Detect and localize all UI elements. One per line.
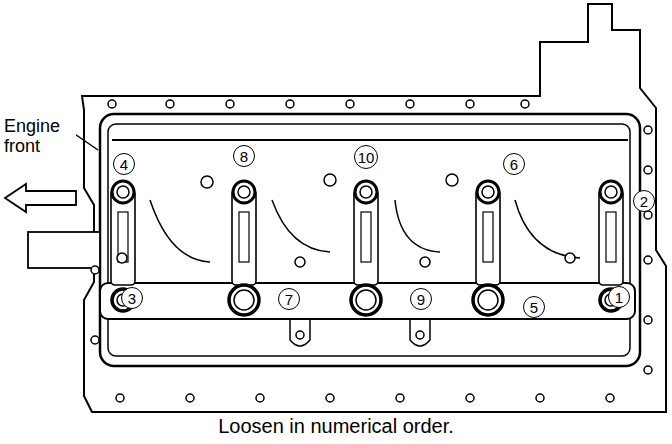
small-bolt	[606, 394, 614, 402]
callout-number: 2	[640, 194, 648, 209]
cap-slot	[239, 212, 249, 262]
cap-slot	[606, 212, 616, 262]
bolt-head	[351, 285, 381, 315]
callout-circle: 2	[633, 190, 655, 212]
callout-circle: 3	[121, 287, 143, 309]
block-rail	[112, 139, 628, 141]
cap-slot	[361, 212, 371, 262]
front-arrow	[5, 184, 76, 212]
bolt-head	[600, 181, 622, 203]
callout-circle: 5	[523, 296, 545, 318]
bolt-head	[605, 186, 617, 198]
small-bolt	[644, 211, 652, 219]
small-bolt	[396, 394, 404, 402]
small-bolt	[644, 316, 652, 324]
bolt-head	[477, 181, 499, 203]
small-bolt	[117, 253, 127, 263]
bolt-head	[473, 285, 503, 315]
small-bolt	[296, 331, 304, 339]
callout-circle: 1	[608, 286, 630, 308]
callout-number: 5	[530, 300, 538, 315]
bolt-head	[112, 181, 134, 203]
callout-number: 10	[358, 150, 375, 165]
small-bolt	[91, 336, 99, 344]
bolt-head	[234, 290, 254, 310]
callout-number: 4	[120, 157, 128, 172]
small-bolt	[295, 257, 305, 267]
small-bolt	[420, 257, 430, 267]
callout-number: 6	[510, 157, 518, 172]
callout-circle: 9	[410, 288, 432, 310]
callout-circle: 4	[113, 153, 135, 175]
small-bolt	[521, 100, 529, 108]
cap-slot	[118, 212, 128, 262]
small-bolt	[644, 256, 652, 264]
cap-slot	[483, 212, 493, 262]
small-bolt	[406, 100, 414, 108]
pan-boss	[290, 320, 430, 346]
small-bolt	[644, 166, 652, 174]
bolt-head	[117, 186, 129, 198]
callout-number: 1	[615, 290, 623, 305]
bolt-head	[356, 290, 376, 310]
small-bolt	[416, 331, 424, 339]
callout-circle: 7	[278, 288, 300, 310]
small-bolt	[466, 394, 474, 402]
plate-outline	[82, 4, 666, 412]
small-bolt	[565, 253, 575, 263]
small-bolt	[644, 126, 652, 134]
callout-number: 7	[285, 292, 293, 307]
small-bolt	[116, 394, 124, 402]
bolt-head	[229, 285, 259, 315]
caption: Loosen in numerical order.	[0, 414, 672, 438]
callout-circle: 8	[233, 145, 255, 167]
bolt-head	[238, 186, 250, 198]
small-bolt	[186, 394, 194, 402]
crank-nose	[28, 232, 100, 268]
callout-number: 8	[240, 149, 248, 164]
small-bolt	[226, 100, 234, 108]
bolt-head	[355, 181, 377, 203]
small-bolt	[644, 366, 652, 374]
callout-number: 9	[417, 292, 425, 307]
bearing-beam	[100, 283, 635, 319]
small-bolt	[201, 176, 213, 188]
small-bolt	[324, 174, 336, 186]
small-bolt	[108, 100, 116, 108]
small-bolt	[256, 394, 264, 402]
pan-inner-edge	[108, 124, 630, 356]
small-bolt	[286, 100, 294, 108]
small-bolt	[166, 100, 174, 108]
bolt-head	[360, 186, 372, 198]
small-bolt	[91, 266, 99, 274]
bolt-head	[233, 181, 255, 203]
direction-label: Engine front	[4, 116, 76, 156]
callout-number: 3	[128, 291, 136, 306]
pan-flange	[100, 114, 640, 366]
small-bolt	[326, 394, 334, 402]
callout-circle: 10	[354, 145, 378, 169]
bolt-head	[482, 186, 494, 198]
small-bolt	[466, 100, 474, 108]
bolt-head	[478, 290, 498, 310]
small-bolt	[536, 394, 544, 402]
callout-circle: 6	[503, 153, 525, 175]
small-bolt	[346, 100, 354, 108]
small-bolt	[446, 174, 458, 186]
